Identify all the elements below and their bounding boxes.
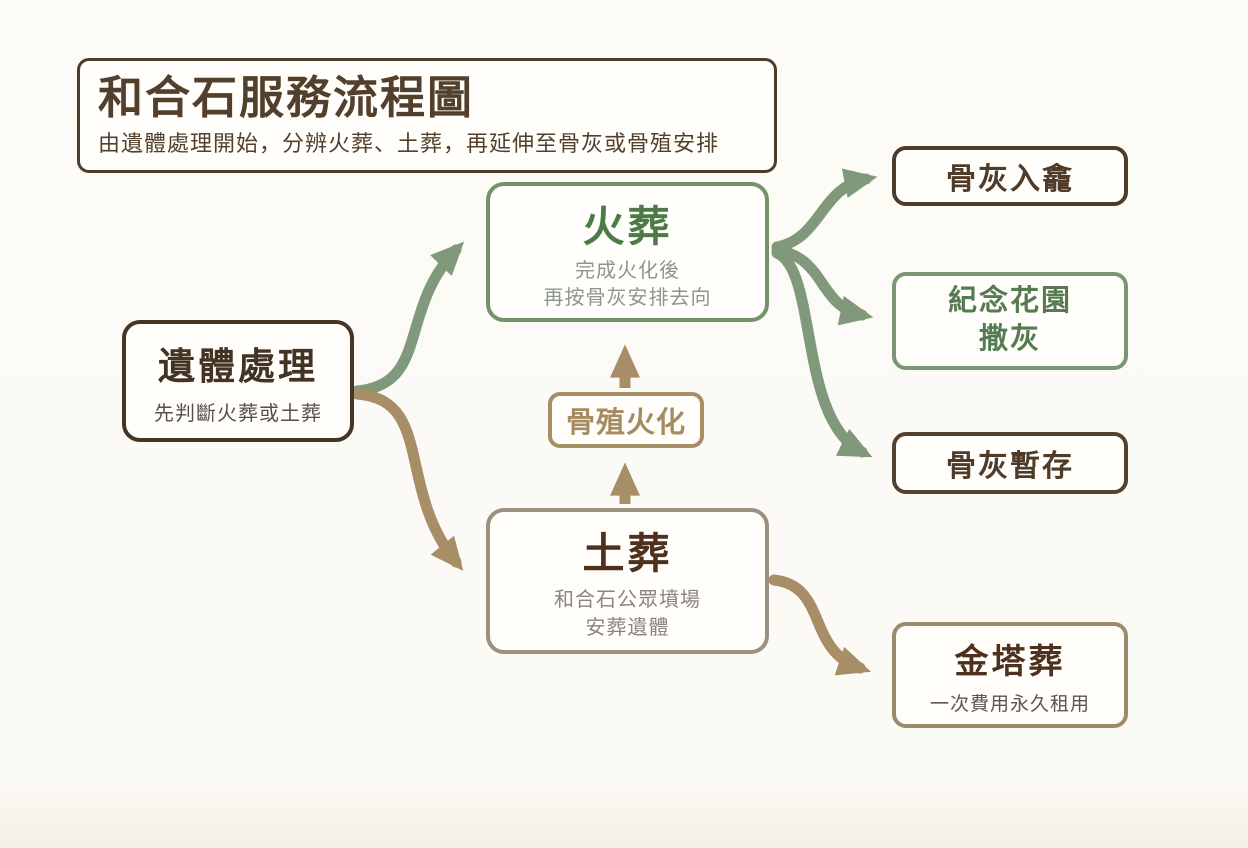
arrow-burial-to-urn [768,574,872,676]
node-storage: 骨灰暫存 [892,432,1128,494]
node-exhumed-cremation-label: 骨殖火化 [565,407,686,439]
node-burial-subtitle-line2: 安葬遺體 [585,617,670,639]
node-body-treatment-title: 遺體處理 [158,346,318,387]
node-body-treatment: 遺體處理 先判斷火葬或土葬 [122,320,354,442]
node-garden-label-line1: 紀念花園 [947,285,1072,318]
node-storage-label: 骨灰暫存 [946,450,1074,483]
node-cremation-subtitle-line2: 再按骨灰安排去向 [543,286,712,309]
node-garden-label-line2: 撒灰 [978,323,1041,355]
arrow-cremation-to-niche [771,168,878,253]
node-cremation-subtitle-line1: 完成火化後 [575,259,680,282]
node-golden-urn: 金塔葬 一次費用永久租用 [892,622,1128,728]
arrow-cremation-to-storage [771,247,873,458]
node-cremation-title: 火葬 [582,202,673,250]
arrow-body-to-burial [351,388,464,572]
arrow-body-to-cremation [351,241,465,397]
node-burial-subtitle: 和合石公眾墳場 安葬遺體 [554,586,701,642]
node-body-treatment-subtitle: 先判斷火葬或土葬 [154,403,322,425]
node-golden-urn-title: 金塔葬 [954,643,1066,681]
node-garden-label: 紀念花園 撒灰 [948,283,1072,358]
node-burial-subtitle-line1: 和合石公眾墳場 [554,589,701,611]
node-burial: 土葬 和合石公眾墳場 安葬遺體 [486,508,769,654]
node-exhumed-cremation: 骨殖火化 [548,392,704,448]
node-cremation: 火葬 完成火化後 再按骨灰安排去向 [486,182,769,322]
node-niche-label: 骨灰入龕 [946,163,1074,196]
node-golden-urn-subtitle: 一次費用永久租用 [929,694,1090,715]
header-box: 和合石服務流程圖 由遺體處理開始，分辨火葬、土葬，再延伸至骨灰或骨殖安排 [77,58,777,173]
node-burial-title: 土葬 [582,530,673,577]
page-title: 和合石服務流程圖 [98,71,475,123]
arrow-cremation-to-garden [771,244,874,326]
node-cremation-subtitle: 完成火化後 再按骨灰安排去向 [544,258,712,312]
node-niche: 骨灰入龕 [892,146,1128,206]
page-subtitle: 由遺體處理開始，分辨火葬、土葬，再延伸至骨灰或骨殖安排 [98,131,720,157]
node-garden: 紀念花園 撒灰 [892,272,1128,370]
